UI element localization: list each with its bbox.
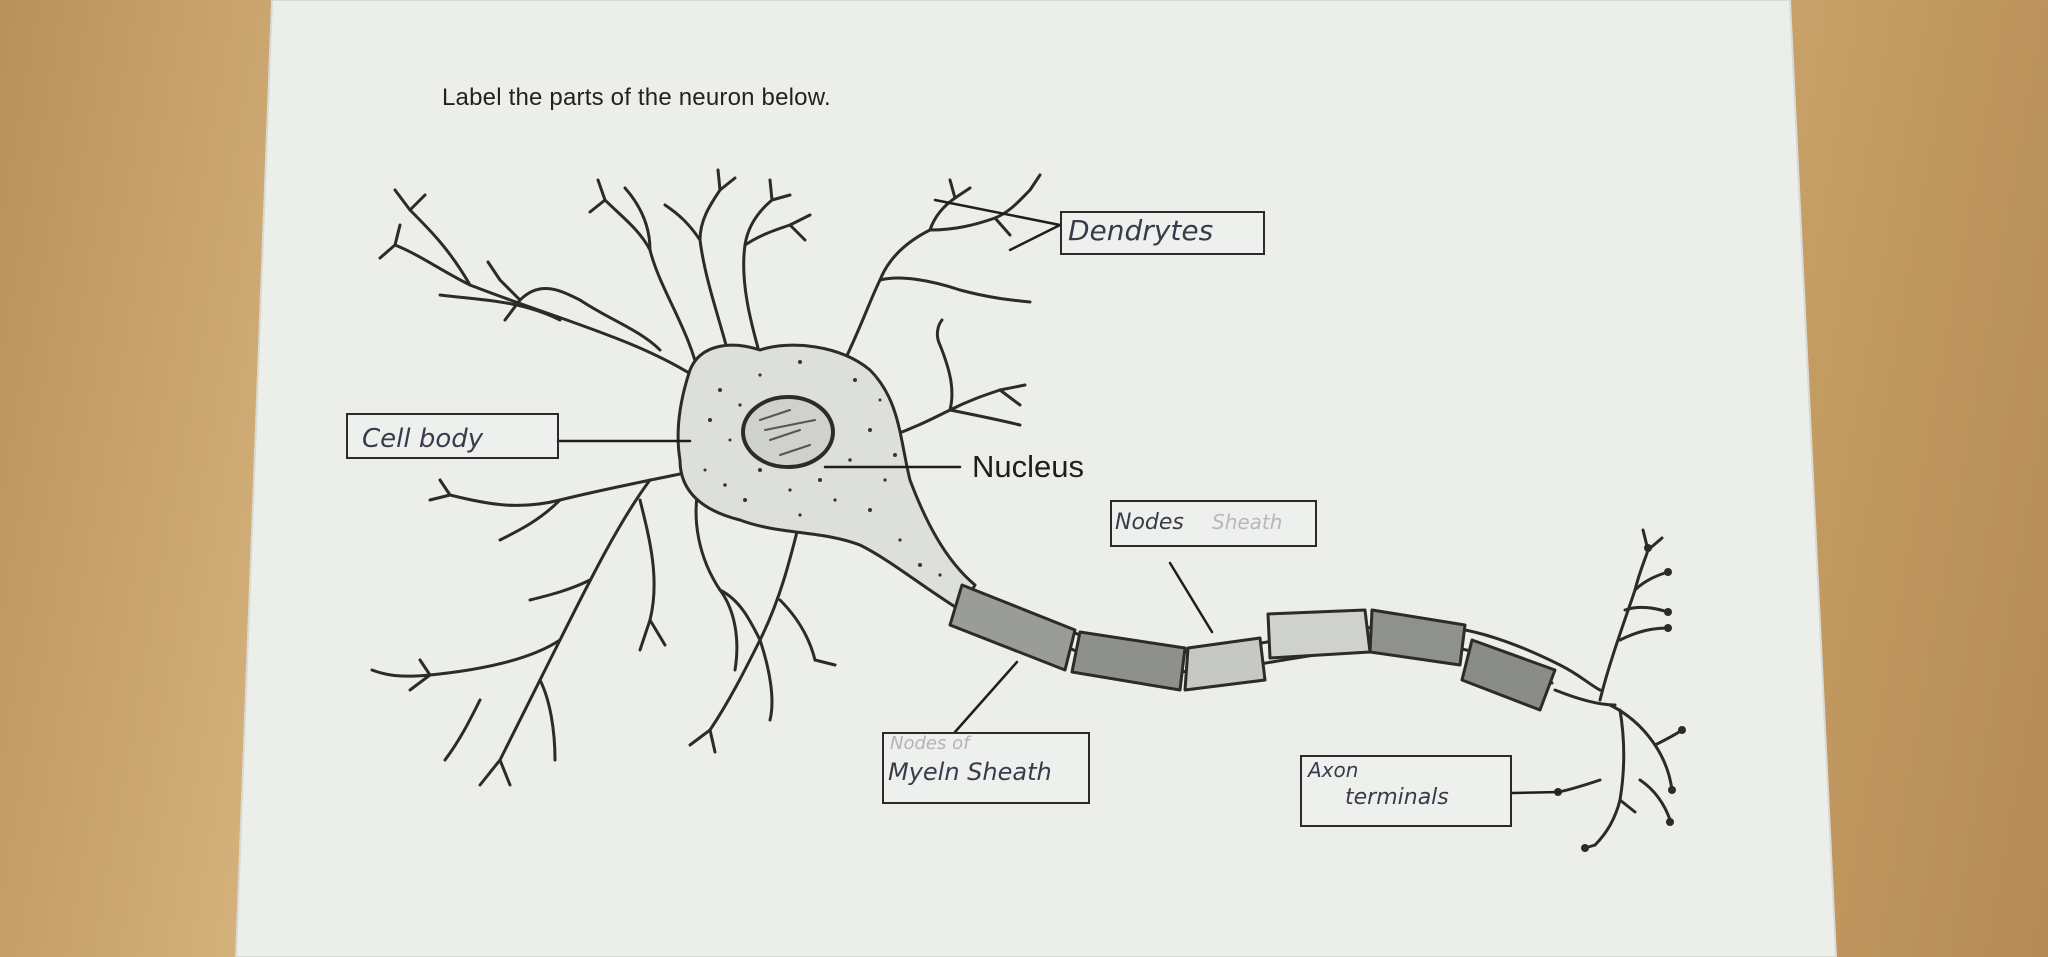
myelin-sheath-faint-text: Nodes of [890,733,970,754]
nodes-label-box[interactable] [1110,500,1317,547]
dendrite-branches [370,168,1042,787]
leader-lines [556,198,1562,795]
axon-terminals-label-line1: Axon [1308,758,1359,782]
nodes-label-text: Nodes [1115,510,1184,535]
dendrites-label-text: Dendrytes [1068,214,1214,247]
axon-terminals-label-box[interactable] [1300,755,1512,827]
axon-terminal-knobs [1554,544,1686,852]
leader-myelin [953,660,1019,734]
axon-terminals-label-line2: terminals [1345,785,1449,810]
cell-body-label-text: Cell body [362,424,484,454]
dendrites-label-box[interactable] [1060,211,1265,255]
leader-dendrites-lower [1008,223,1062,252]
instruction-text: Label the parts of the neuron below. [442,84,831,111]
cell-body-label-box[interactable] [346,413,559,459]
paper-sheet [236,0,1836,957]
nodes-label-faint-text: Sheath [1212,510,1283,534]
neuron-diagram [370,168,1686,852]
nucleus-label: Nucleus [972,449,1084,484]
myelin-sheath-label-text: Myeln Sheath [888,758,1052,786]
myelin-sheath-segments [948,583,1557,712]
myelin-sheath-label-box[interactable] [882,732,1090,804]
nucleus-shape [741,395,835,469]
cell-body-stipple [703,360,942,577]
leader-dendrites-upper [933,198,1062,227]
leader-nodes [1168,561,1214,634]
leader-axon-terminals [1510,790,1562,795]
nucleus-texture [759,409,816,456]
